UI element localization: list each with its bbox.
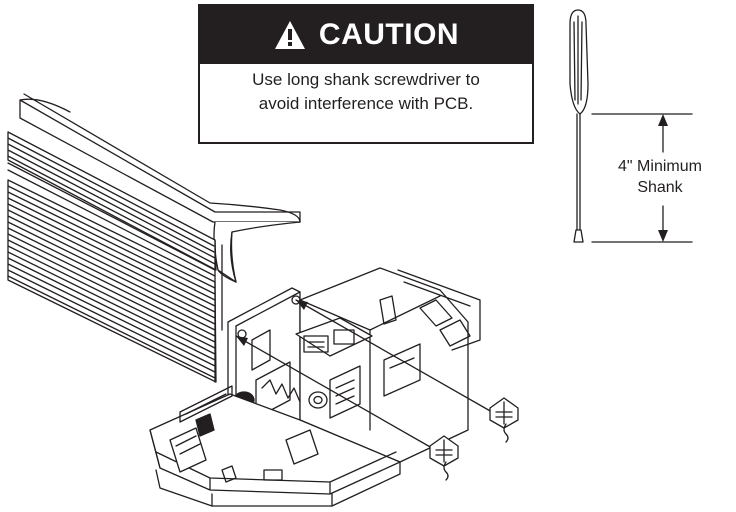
caution-message-line-2: avoid interference with PCB.	[258, 94, 474, 113]
mounting-screw-2	[489, 397, 519, 443]
screwdriver	[569, 9, 589, 243]
shank-dimension-label: 4" Minimum Shank	[600, 156, 720, 198]
caution-label: CAUTION Use long shank screwdriver to av…	[198, 4, 534, 144]
base-plate	[149, 385, 401, 507]
mounting-screw-1	[429, 435, 459, 481]
warning-triangle-icon	[274, 21, 305, 49]
shank-dimension-line-1: 4" Minimum	[618, 158, 702, 175]
shank-dimension-line-2: Shank	[637, 179, 683, 196]
screw-arrows	[235, 299, 493, 449]
gear-assembly	[215, 267, 481, 463]
caution-message: Use long shank screwdriver to avoid inte…	[200, 68, 532, 116]
caution-title: CAUTION	[318, 18, 460, 51]
caution-message-line-1: Use long shank screwdriver to	[252, 70, 480, 89]
shank-dimension-lines	[591, 113, 693, 243]
rail-housing	[7, 93, 301, 383]
caution-header: CAUTION	[200, 6, 532, 64]
